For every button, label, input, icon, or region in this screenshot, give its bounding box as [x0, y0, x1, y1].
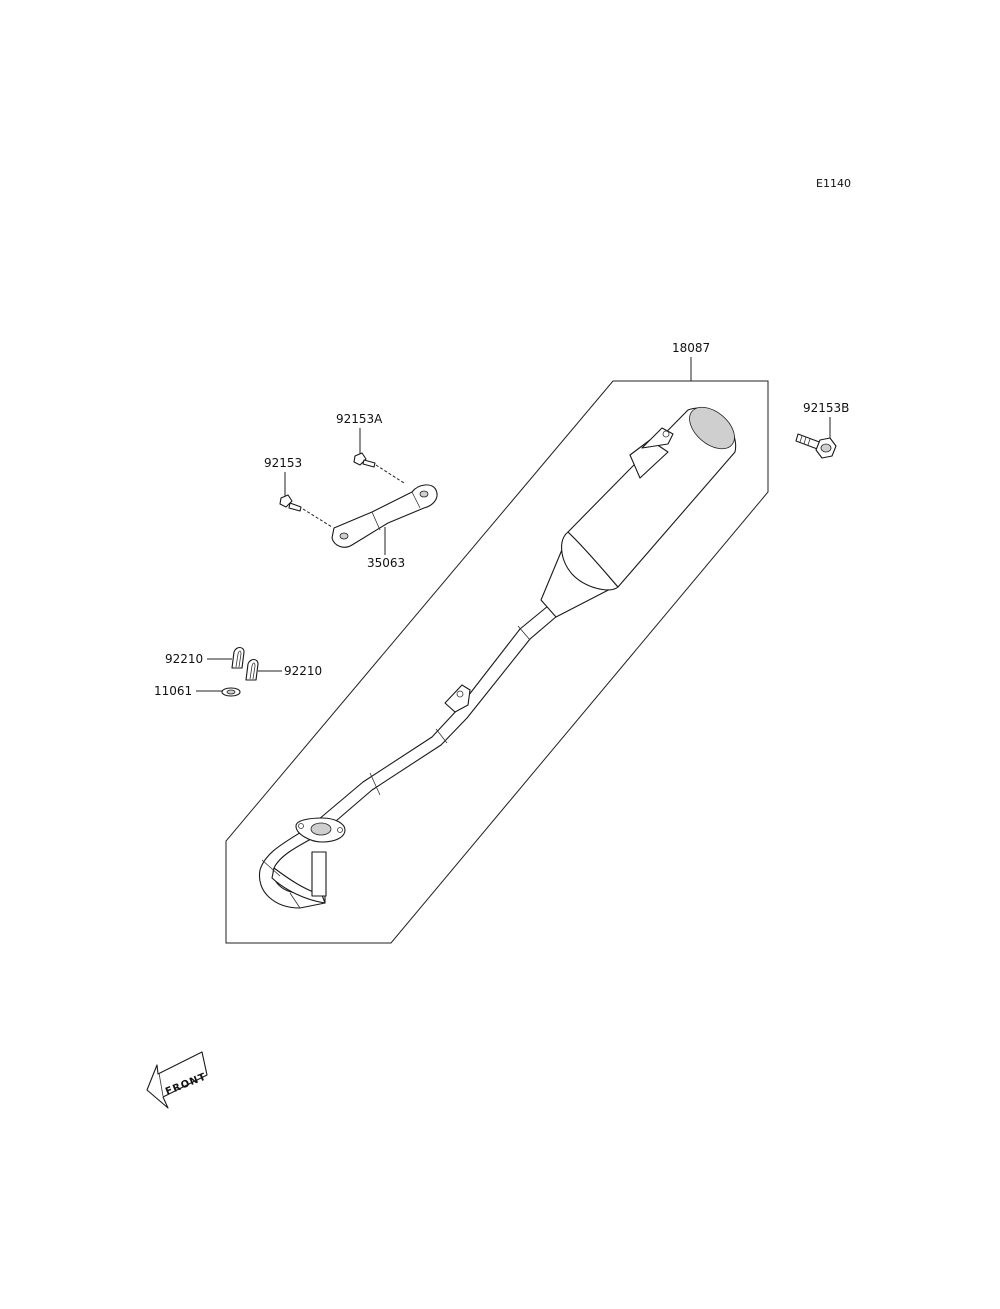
- gasket-11061[interactable]: 11061: [154, 684, 241, 698]
- part-label-gasket[interactable]: 11061: [154, 684, 192, 698]
- part-label-bolt[interactable]: 92153: [264, 456, 302, 470]
- bolt-92153a[interactable]: 92153A: [336, 412, 405, 484]
- part-label-clip-left[interactable]: 92210: [165, 652, 203, 666]
- label-18087[interactable]: 18087: [672, 341, 710, 381]
- clip-92210-left[interactable]: 92210: [165, 646, 245, 669]
- bolt-92153[interactable]: 92153: [264, 456, 333, 528]
- muffler-assembly-boundary: [225, 380, 769, 944]
- muffler-pipe[interactable]: [258, 399, 742, 909]
- part-label-muffler[interactable]: 18087: [672, 341, 710, 355]
- front-arrow-icon: FRONT: [146, 1051, 208, 1109]
- part-label-clip-right[interactable]: 92210: [284, 664, 322, 678]
- part-label-bracket[interactable]: 35063: [367, 556, 405, 570]
- part-label-bolt-b[interactable]: 92153B: [803, 401, 849, 415]
- bracket-35063[interactable]: 35063: [331, 484, 438, 570]
- clip-92210-right[interactable]: 92210: [245, 658, 322, 681]
- part-label-bolt-a[interactable]: 92153A: [336, 412, 383, 426]
- bolt-92153b[interactable]: 92153B: [795, 401, 849, 459]
- diagram-code: E1140: [816, 177, 851, 190]
